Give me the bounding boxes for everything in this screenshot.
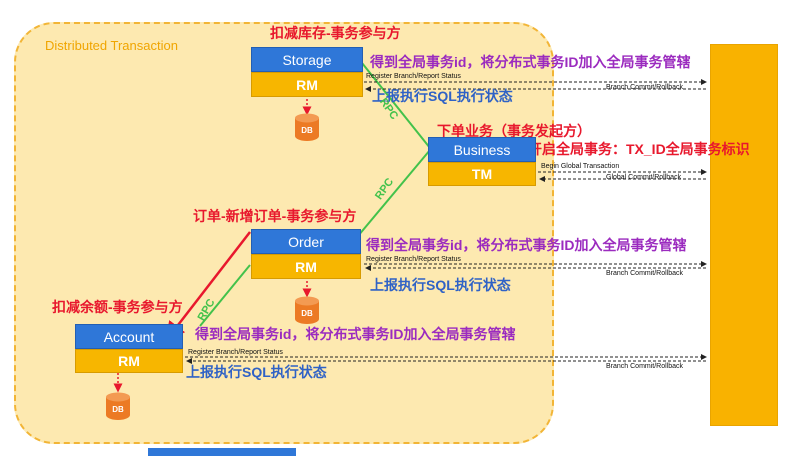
account-register-label: Register Branch/Report Status xyxy=(188,349,283,356)
account-join-note: 得到全局事务id，将分布式事务ID加入全局事务管辖 xyxy=(195,326,516,342)
order-rm: RM xyxy=(251,254,361,279)
account-db-label: DB xyxy=(112,405,124,414)
storage-register-label: Register Branch/Report Status xyxy=(366,73,461,80)
bottom-strip xyxy=(0,447,797,456)
rpc-line-order xyxy=(357,149,431,237)
rpc-line-account xyxy=(199,264,251,327)
transaction-coordinator-bar xyxy=(710,44,778,426)
order-db-label: DB xyxy=(301,309,313,318)
order-heading: 订单-新增订单-事务参与方 xyxy=(193,208,357,224)
order-db-icon xyxy=(295,296,319,324)
storage-heading: 扣减库存-事务参与方 xyxy=(270,25,401,41)
account-db-icon xyxy=(106,392,130,420)
order-join-note: 得到全局事务id，将分布式事务ID加入全局事务管辖 xyxy=(366,237,687,253)
business-box: Business xyxy=(428,137,536,162)
red-arrow xyxy=(164,231,251,342)
bottom-cropped-bar xyxy=(148,448,296,456)
storage-rm: RM xyxy=(251,72,363,97)
order-box: Order xyxy=(251,229,361,254)
region-title: Distributed Transaction xyxy=(45,38,178,53)
begin-global-label: Begin Global Transaction xyxy=(541,163,620,170)
storage-report-note: 上报执行SQL执行状态 xyxy=(372,88,513,104)
business-tm: TM xyxy=(428,162,536,186)
account-commit-label: Branch Commit/Rollback xyxy=(606,363,684,370)
account-report-note: 上报执行SQL执行状态 xyxy=(186,364,327,380)
business-heading: 下单业务（事务发起方） xyxy=(437,123,591,139)
account-box: Account xyxy=(75,324,183,349)
order-report-note: 上报执行SQL执行状态 xyxy=(370,277,511,293)
storage-db-label: DB xyxy=(301,126,313,135)
account-rm: RM xyxy=(75,349,183,373)
storage-db-icon xyxy=(295,113,319,141)
account-heading: 扣减余额-事务参与方 xyxy=(52,299,183,315)
storage-box: Storage xyxy=(251,47,363,72)
storage-commit-label: Branch Commit/Rollback xyxy=(606,84,684,91)
storage-join-note: 得到全局事务id，将分布式事务ID加入全局事务管辖 xyxy=(370,54,691,70)
order-register-label: Register Branch/Report Status xyxy=(366,256,461,263)
global-commit-label: Global Commit/Rollback xyxy=(606,174,682,181)
order-commit-label: Branch Commit/Rollback xyxy=(606,270,684,277)
business-start-note: 开启全局事务：TX_ID全局事务标识 xyxy=(528,141,750,157)
rpc-line-storage xyxy=(357,57,431,149)
